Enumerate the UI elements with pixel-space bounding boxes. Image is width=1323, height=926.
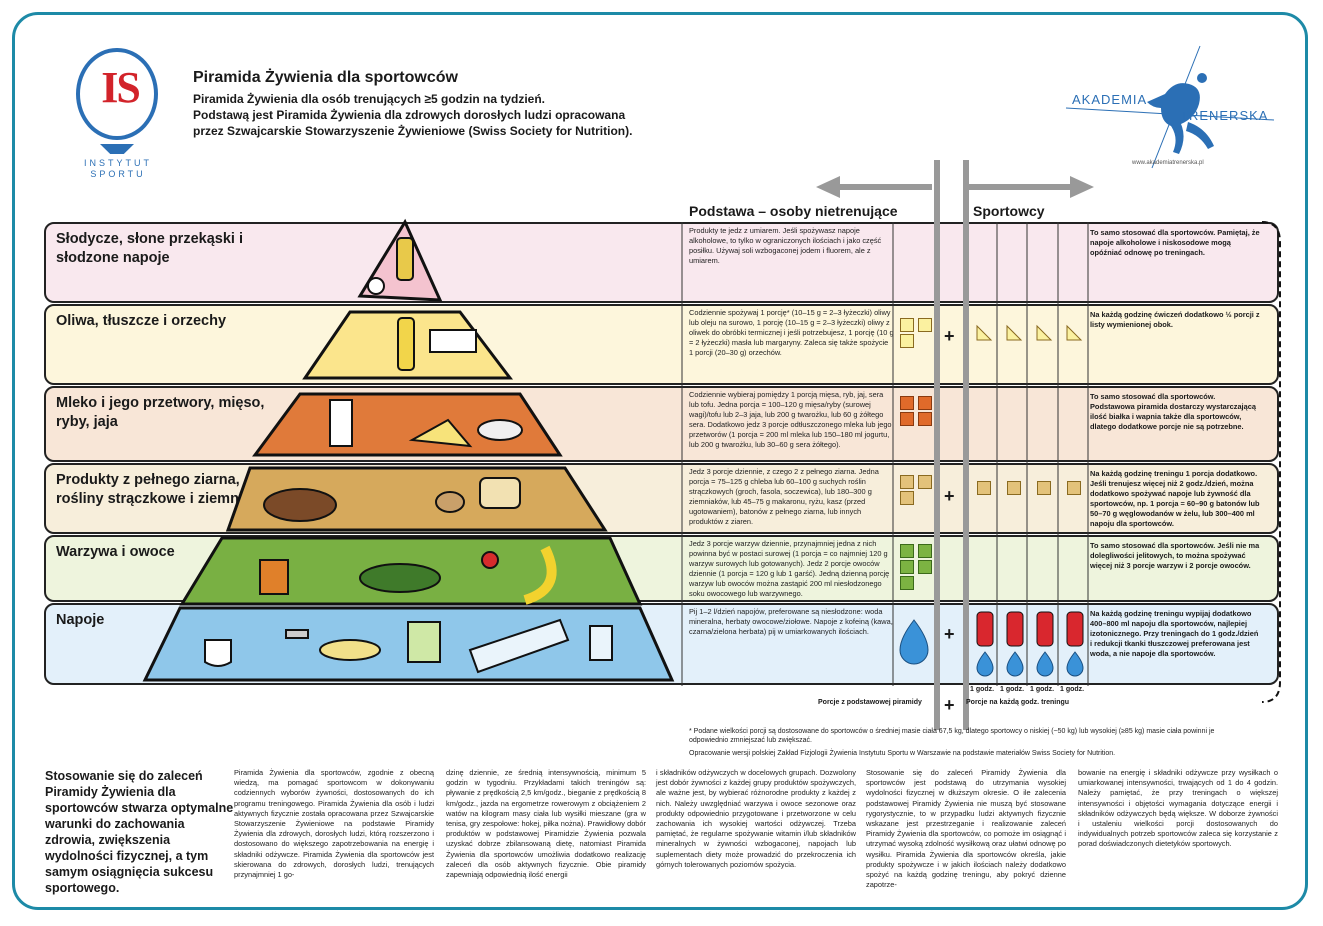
- body-column-2: dzinę dziennie, ze średnią intensywności…: [446, 768, 646, 880]
- portion-square: [900, 544, 914, 558]
- legend-athletes: Porcje na każdą godz. treningu: [966, 699, 1070, 706]
- plus-sign: +: [944, 486, 955, 506]
- pyramid-row-sweets: Słodycze, słone przekąski i słodzone nap…: [44, 222, 1279, 303]
- body-column-3: i składników odżywczych w docelowych gru…: [656, 768, 856, 869]
- portion-square: [1067, 481, 1081, 495]
- portion-square: [900, 412, 914, 426]
- row-athlete-text: Na każdą godzinę ćwiczeń dodatkowo ½ por…: [1090, 310, 1260, 329]
- hour-label: 1 godz.: [1060, 686, 1085, 693]
- row-athlete-text: To samo stosować dla sportowców. Podstaw…: [1090, 392, 1256, 431]
- body-column-1: Piramida Żywienia dla sportowców, zgodni…: [234, 768, 434, 880]
- arrow-right-shaft: [968, 184, 1074, 190]
- subtitle-line1: Piramida Żywienia dla osób trenujących ≥…: [193, 92, 545, 106]
- page-frame: [12, 12, 1308, 910]
- plus-sign: +: [944, 326, 955, 346]
- body-column-5: bowanie na energię i składniki odżywcze …: [1078, 768, 1278, 849]
- portion-square: [900, 334, 914, 348]
- row-base-text: Codziennie spożywaj 1 porcję* (10–15 g =…: [689, 308, 894, 357]
- divider-pole-left: [934, 160, 940, 730]
- row-label: Oliwa, tłuszcze i orzechy: [56, 313, 227, 329]
- pyramid-row-oils: Oliwa, tłuszcze i orzechy Codziennie spo…: [44, 304, 1279, 385]
- akademia-logo: AKADEMIA TRENERSKA www.akademiatrenerska…: [1060, 42, 1280, 172]
- page-title: Piramida Żywienia dla sportowców: [193, 69, 458, 86]
- akademia-word: AKADEMIA: [1072, 92, 1148, 107]
- row-label: Napoje: [56, 612, 105, 628]
- row-base-text: Jedz 3 porcje warzyw dziennie, przynajmn…: [689, 539, 890, 598]
- portion-square: [900, 491, 914, 505]
- portion-square: [977, 481, 991, 495]
- hour-label: 1 godz.: [1000, 686, 1025, 693]
- portion-square: [1007, 481, 1021, 495]
- portion-square: [900, 318, 914, 332]
- row-base-text: Pij 1–2 l/dzień napojów, preferowane są …: [689, 607, 893, 636]
- logo-letters: IS: [101, 63, 141, 112]
- portion-square: [918, 412, 932, 426]
- plus-sign: +: [944, 624, 955, 644]
- arrow-left-icon: [816, 176, 840, 198]
- row-athlete-text: To samo stosować dla sportowców. Jeśli n…: [1090, 541, 1260, 570]
- body-column-4: Stosowanie się do zaleceń Piramidy Żywie…: [866, 768, 1066, 890]
- pyramid-row-dairy-meat: Mleko i jego przetwory, mięso, ryby, jaj…: [44, 386, 1279, 462]
- portion-square: [1037, 481, 1051, 495]
- hour-label: 1 godz.: [970, 686, 995, 693]
- divider-pole-right: [963, 160, 969, 730]
- row-athlete-text: Na każdą godzinę treningu wypijaj dodatk…: [1090, 609, 1259, 658]
- row-athlete-text: To samo stosować dla sportowców. Pamięta…: [1090, 228, 1260, 257]
- row-label: Mleko i jego przetwory, mięso, ryby, jaj…: [56, 395, 265, 430]
- portion-square: [918, 544, 932, 558]
- row-base-text: Jedz 3 porcje dziennie, z czego 2 z pełn…: [689, 467, 879, 526]
- slogan: Stosowanie się do zaleceń Piramidy Żywie…: [45, 769, 234, 895]
- row-athlete-text: Na każdą godzinę treningu 1 porcja dodat…: [1090, 469, 1260, 528]
- portion-square: [900, 560, 914, 574]
- legend-base: Porcje z podstawowej piramidy: [818, 699, 922, 706]
- water-drop-icon: [899, 619, 929, 665]
- logo-line1: INSTYTUT: [84, 158, 152, 168]
- row-base-text: Produkty te jedz z umiarem. Jeśli spożyw…: [689, 226, 882, 265]
- portion-square: [900, 475, 914, 489]
- logo-line2: SPORTU: [90, 169, 146, 179]
- portion-square: [900, 396, 914, 410]
- portion-square: [918, 318, 932, 332]
- institute-logo: IS INSTYTUT SPORTU: [70, 48, 170, 179]
- discus-thrower-icon: [1065, 45, 1275, 169]
- portion-square: [900, 576, 914, 590]
- row-label: Warzywa i owoce: [56, 544, 175, 560]
- arrow-left-shaft: [836, 184, 932, 190]
- column-head-athletes: Sportowcy: [973, 203, 1045, 219]
- page-header: Piramida Żywienia dla sportowców Piramid…: [193, 69, 632, 139]
- row-label: Produkty z pełnego ziarna, rośliny strąc…: [56, 472, 264, 507]
- hour-label: 1 godz.: [1030, 686, 1055, 693]
- column-head-base: Podstawa – osoby nietrenujące: [689, 203, 898, 219]
- row-label: Słodycze, słone przekąski i słodzone nap…: [56, 231, 243, 266]
- portion-square: [918, 560, 932, 574]
- plus-sign: +: [944, 695, 955, 715]
- portion-square: [918, 475, 932, 489]
- subtitle-line2: Podstawą jest Piramida Żywienia dla zdro…: [193, 108, 626, 122]
- arrow-right-icon: [1070, 176, 1094, 198]
- akademia-url: www.akademiatrenerska.pl: [1132, 160, 1204, 166]
- portion-square: [918, 396, 932, 410]
- row-base-text: Codziennie wybieraj pomiędzy 1 porcją mi…: [689, 390, 892, 449]
- subtitle-line3: przez Szwajcarskie Stowarzyszenie Żywien…: [193, 124, 633, 138]
- credit-note: Opracowanie wersji polskiej Zakład Fizjo…: [689, 750, 1116, 757]
- trenerska-word: TRENERSKA: [1180, 108, 1269, 123]
- footnote: * Podane wielkości porcji są dostosowane…: [689, 728, 1215, 744]
